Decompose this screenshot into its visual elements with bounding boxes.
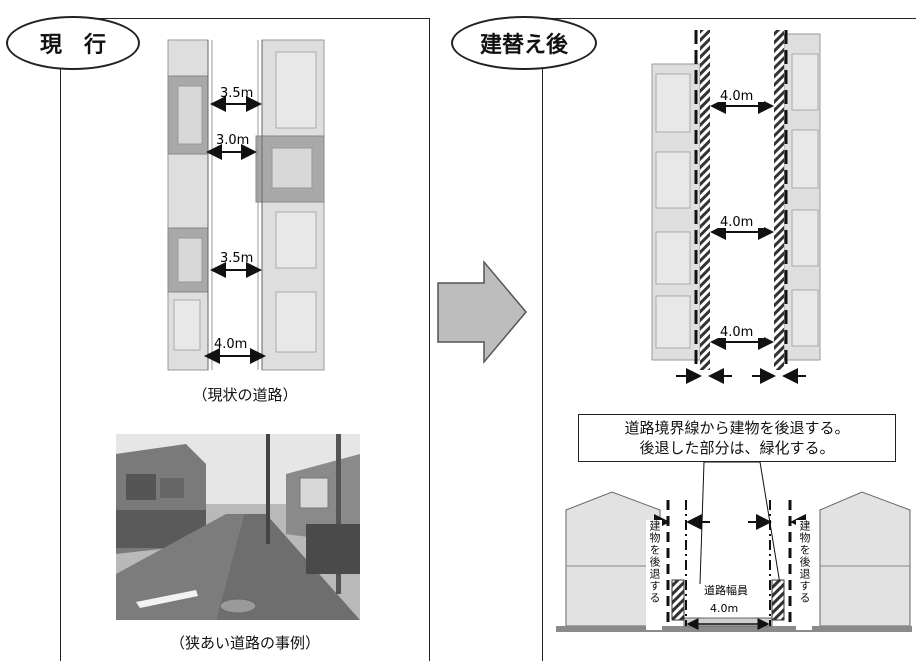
setback-note-line2: 後退した部分は、緑化する。 bbox=[639, 439, 835, 457]
transition-arrow bbox=[437, 259, 527, 365]
setback-label-right: 建物を後退する bbox=[796, 520, 812, 630]
current-title-oval: 現 行 bbox=[6, 16, 140, 70]
setback-label-left: 建物を後退する bbox=[646, 520, 662, 630]
map-caption: （現状の道路） bbox=[192, 386, 298, 404]
cross-section bbox=[556, 461, 912, 632]
after-road-map bbox=[651, 30, 821, 384]
after-width-label: 4.0m bbox=[720, 325, 753, 340]
photo-caption: （狭あい道路の事例） bbox=[169, 634, 320, 652]
current-width-label: 3.0m bbox=[216, 133, 249, 148]
current-title: 現 行 bbox=[39, 33, 106, 58]
setback-note-line1: 道路境界線から建物を後退する。 bbox=[624, 419, 850, 437]
road-width-label: 道路幅員 bbox=[704, 583, 748, 597]
after-title: 建替え後 bbox=[479, 33, 568, 58]
current-panel bbox=[60, 18, 430, 661]
after-width-label: 4.0m bbox=[720, 215, 753, 230]
current-road-map bbox=[167, 39, 325, 371]
after-title-oval: 建替え後 bbox=[451, 16, 597, 70]
narrow-road-photo bbox=[116, 434, 360, 620]
current-width-label: 3.5m bbox=[220, 86, 253, 101]
road-width-value: 4.0m bbox=[710, 602, 738, 615]
after-width-label: 4.0m bbox=[720, 89, 753, 104]
current-width-label: 4.0m bbox=[214, 337, 247, 352]
setback-note: 道路境界線から建物を後退する。 後退した部分は、緑化する。 bbox=[578, 414, 896, 462]
street-scene bbox=[116, 434, 360, 620]
current-width-label: 3.5m bbox=[220, 251, 253, 266]
after-panel bbox=[542, 18, 916, 661]
